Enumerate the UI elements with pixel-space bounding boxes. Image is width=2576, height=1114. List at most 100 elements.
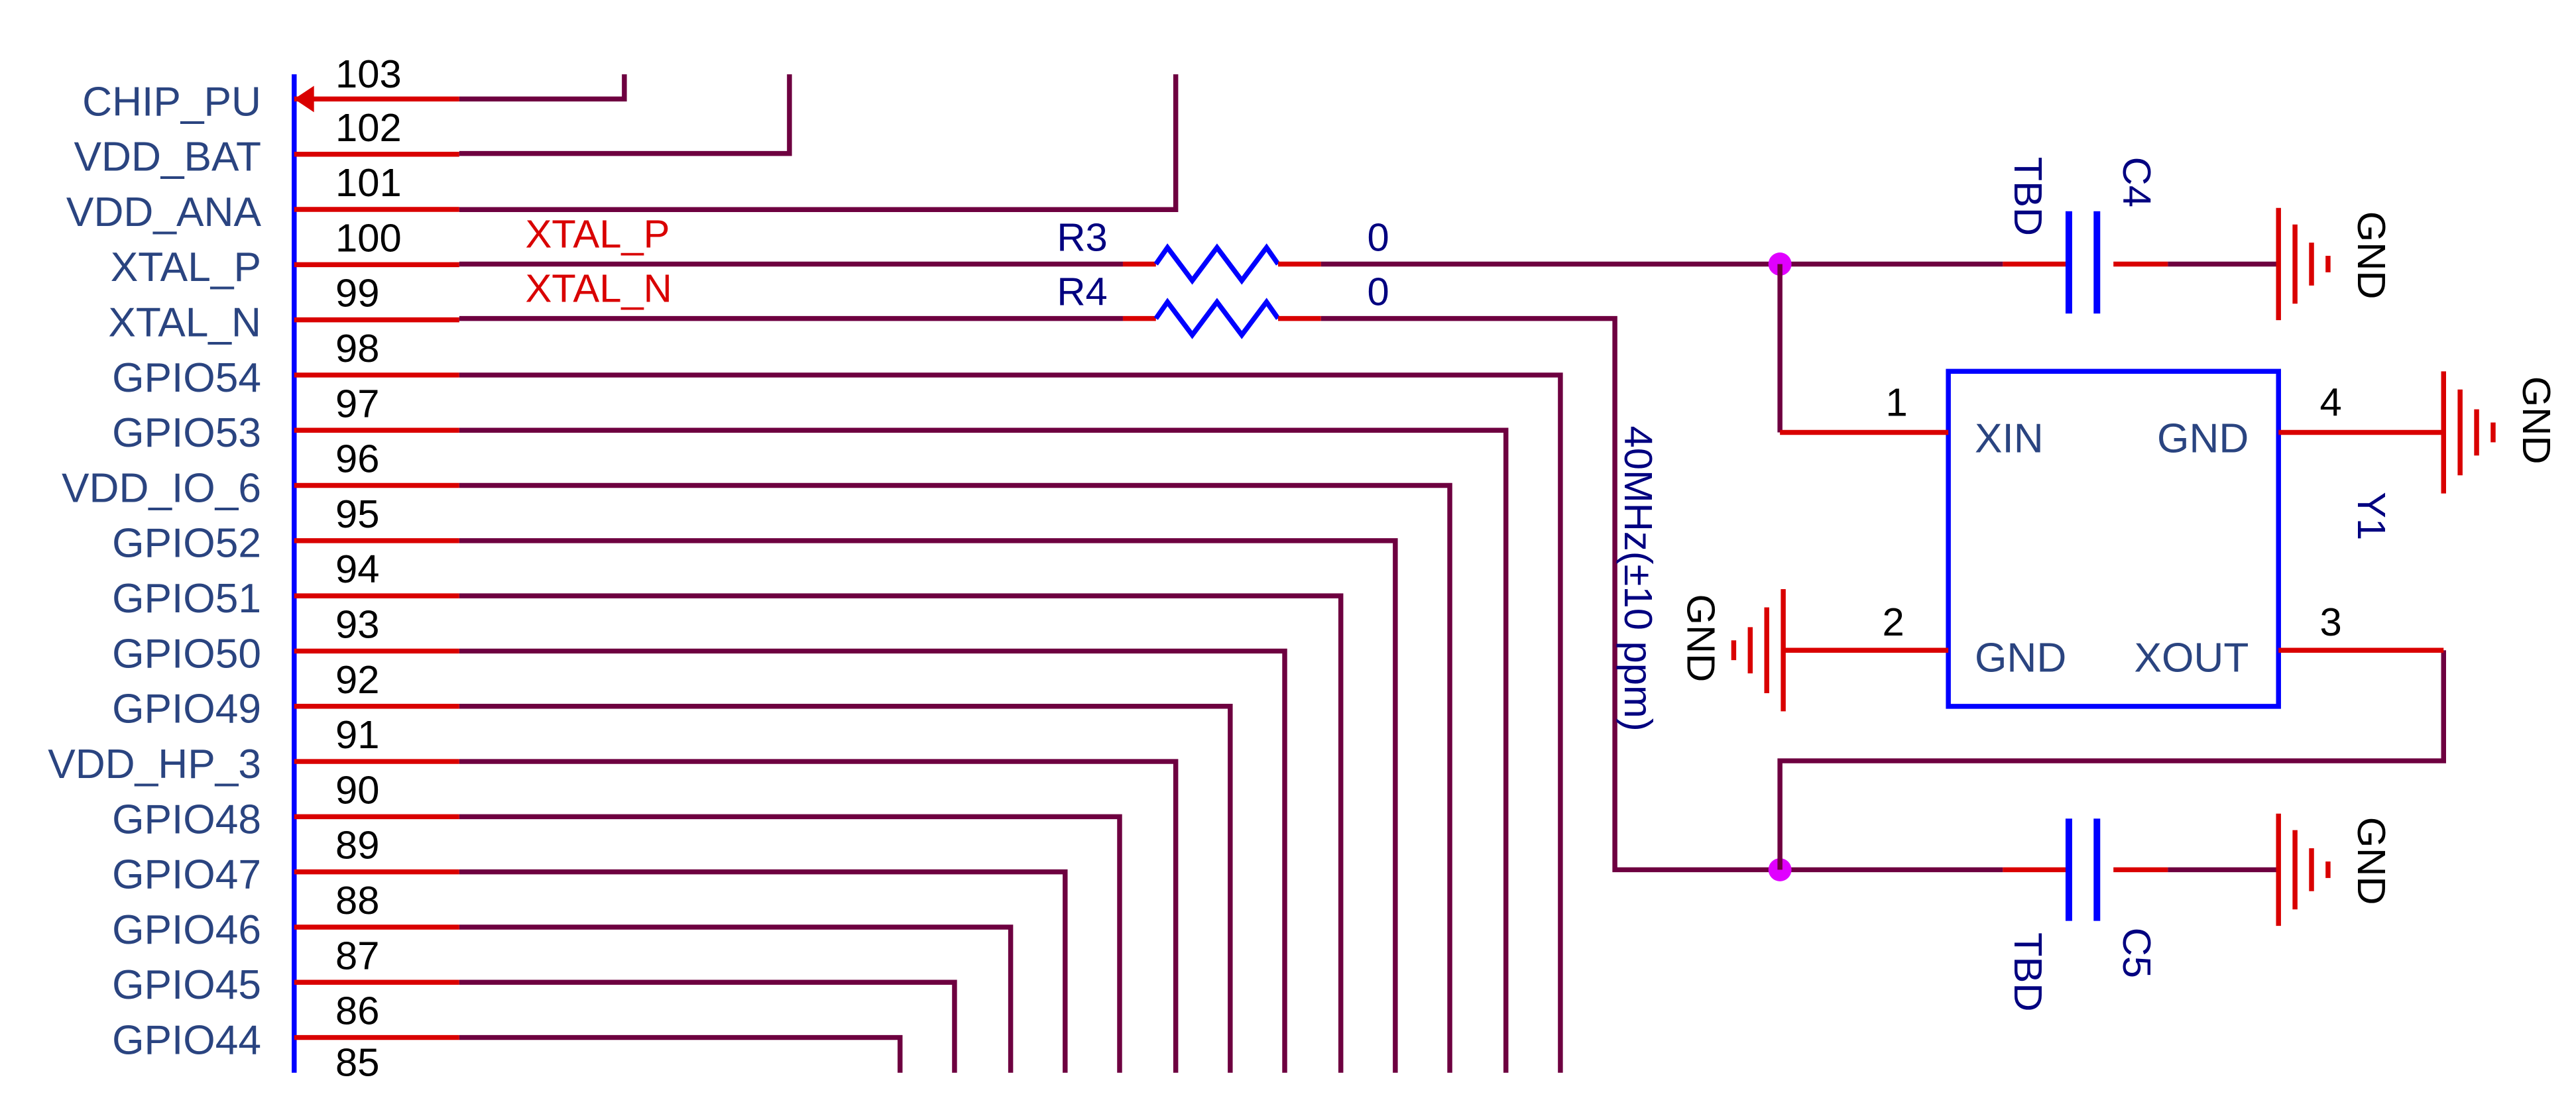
ic-pin-row: XTAL_P 100 — [111, 215, 459, 290]
ic-pin-row: GPIO45 87 — [112, 933, 957, 1073]
crystal-y1-body — [1946, 368, 2281, 709]
pin-number: 89 — [335, 823, 379, 867]
capacitor-c5 — [2003, 818, 2279, 921]
gnd-icon — [2441, 371, 2496, 494]
pin-number: 92 — [335, 657, 379, 702]
r4-ref: R4 — [1057, 270, 1107, 314]
net-label-xtal-n: XTAL_N — [525, 266, 672, 311]
gnd-label: GND — [2349, 817, 2394, 905]
gnd-label: GND — [1679, 594, 1724, 683]
pin-number: 85 — [335, 1040, 379, 1085]
r4-value: 0 — [1368, 270, 1389, 314]
ic-pin-row: GPIO54 98 — [112, 326, 1563, 1073]
ic-pin-name: GPIO48 — [112, 797, 261, 842]
pin-number: 101 — [335, 160, 402, 205]
ic-pin-name: GPIO47 — [112, 852, 261, 898]
ic-pin-row: VDD_ANA 101 — [66, 160, 459, 235]
wire — [459, 372, 1563, 1073]
wire-xtal-n-out — [1320, 315, 2003, 873]
y1-pin-number: 1 — [1886, 380, 1908, 425]
wire-vdd-ana — [459, 74, 1179, 213]
r3-value: 0 — [1368, 215, 1389, 260]
y1-pin-name: GND — [2157, 416, 2249, 461]
ic-pin-name: CHIP_PU — [82, 79, 261, 125]
wire — [459, 648, 1287, 1073]
pin-number: 87 — [335, 933, 379, 977]
wire — [459, 538, 1398, 1073]
wire — [459, 924, 1014, 1073]
ic-pin-row: GPIO50 93 — [112, 602, 1287, 1073]
ic-pin-row: GPIO48 90 — [112, 767, 1122, 1073]
ic-pin-row: GPIO49 92 — [112, 657, 1233, 1073]
wire-vdd-bat — [459, 74, 792, 156]
input-arrow-icon — [294, 85, 314, 113]
ic-pin-name: VDD_HP_3 — [48, 742, 261, 787]
ic-pin-row: VDD_HP_3 91 — [48, 712, 1179, 1073]
ic-pin-name: GPIO52 — [112, 521, 261, 567]
pin-number: 98 — [335, 326, 379, 370]
pin-number: 91 — [335, 712, 379, 757]
wire — [459, 482, 1452, 1073]
ic-pin-name: GPIO51 — [112, 576, 261, 622]
ic-pin-row: GPIO47 89 — [112, 823, 1068, 1073]
ic-pin-name: VDD_IO_6 — [62, 465, 261, 511]
net-label-xtal-p: XTAL_P — [525, 212, 670, 256]
ic-pin-name: VDD_ANA — [66, 190, 262, 235]
capacitor-c4 — [2003, 211, 2279, 314]
pin-number: 99 — [335, 271, 379, 315]
ic-pins: CHIP_PUVDD_BAT102VDD_ANA101XTAL_P100XTAL… — [48, 79, 1563, 1073]
wire — [459, 704, 1233, 1073]
crystal-spec: 40MHz(±10 ppm) — [1616, 426, 1661, 732]
wire — [459, 979, 957, 1073]
pin-number: 93 — [335, 602, 379, 647]
ic-pin-name: GPIO49 — [112, 687, 261, 732]
ic-pin-row: VDD_IO_6 96 — [62, 437, 1452, 1073]
wire — [459, 759, 1179, 1073]
ic-pin-row: GPIO52 95 — [112, 492, 1398, 1073]
pin-number: 103 — [335, 52, 402, 96]
y1-pin-number: 3 — [2319, 600, 2341, 644]
c5-value: TBD — [2006, 932, 2050, 1012]
wire — [459, 814, 1122, 1073]
y1-pin-name: GND — [1975, 636, 2066, 681]
ic-pin-row: GPIO53 97 — [112, 381, 1509, 1073]
pin-number: 100 — [335, 215, 402, 260]
gnd-label: GND — [2349, 211, 2394, 300]
resistor-r4 — [1153, 298, 1281, 339]
gnd-icon — [1731, 589, 1786, 712]
y1-ref: Y1 — [2349, 492, 2394, 540]
pin-number: 94 — [335, 547, 379, 591]
ic-pin-name: VDD_BAT — [74, 135, 261, 180]
ic-pin-name: GPIO45 — [112, 962, 261, 1008]
ic-pin-name: XTAL_N — [108, 300, 261, 346]
wire — [459, 593, 1344, 1073]
ic-pin-name: GPIO54 — [112, 355, 261, 401]
ic-pin-name: GPIO53 — [112, 410, 261, 456]
wire — [459, 1034, 903, 1073]
pin-number: 95 — [335, 492, 379, 536]
y1-pin-name: XOUT — [2134, 636, 2249, 681]
ic-pin-name: GPIO46 — [112, 907, 261, 953]
r3-ref: R3 — [1057, 215, 1107, 260]
y1-pin-number: 2 — [1883, 600, 1904, 644]
gnd-icon — [2276, 813, 2331, 926]
ic-pin-row: CHIP_PU — [82, 79, 459, 125]
pin-number: 90 — [335, 767, 379, 812]
c5-ref: C5 — [2115, 928, 2159, 978]
pin-number: 96 — [335, 437, 379, 481]
c4-ref: C4 — [2115, 157, 2159, 207]
ic-pin-row: XTAL_N 99 — [108, 271, 459, 346]
ic-pin-name: XTAL_P — [111, 245, 261, 290]
y1-pin-name: XIN — [1975, 416, 2044, 461]
ic-pin-row: GPIO51 94 — [112, 547, 1344, 1073]
wire-chip-pu — [459, 74, 627, 102]
ic-pin-row: GPIO46 88 — [112, 878, 1014, 1073]
gnd-label: GND — [2514, 376, 2559, 465]
pin-number: 97 — [335, 381, 379, 425]
pin-number: 88 — [335, 878, 379, 922]
wire — [459, 427, 1509, 1073]
resistor-r3 — [1153, 243, 1281, 285]
ic-pin-name: GPIO50 — [112, 631, 261, 677]
